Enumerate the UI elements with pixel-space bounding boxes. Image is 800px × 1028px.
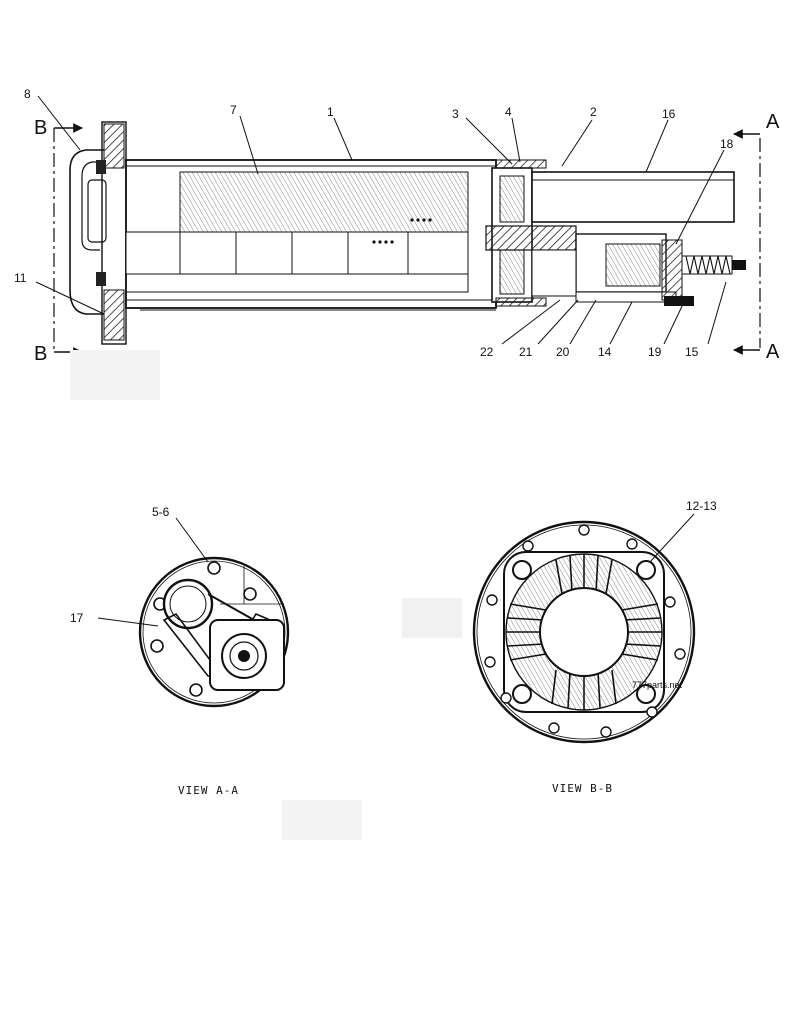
callout-2: 2 <box>590 105 597 119</box>
view-a-title: VIEW A-A <box>178 784 239 797</box>
callout-21: 21 <box>519 345 533 359</box>
section-mark-a-top: A <box>766 111 780 133</box>
callout-12-13: 12-13 <box>686 499 717 513</box>
section-mark-b-bottom: B <box>34 343 47 365</box>
section-mark-a-bottom: A <box>766 341 780 363</box>
view-a-a <box>97 517 290 708</box>
callout-4: 4 <box>505 105 512 119</box>
callout-5-6: 5-6 <box>152 505 170 519</box>
watermark-text: 777parts.net <box>632 680 683 690</box>
callout-17: 17 <box>70 611 84 625</box>
callout-15: 15 <box>685 345 699 359</box>
callout-3: 3 <box>452 107 459 121</box>
leader-lines <box>35 95 727 345</box>
callout-16: 16 <box>662 107 676 121</box>
view-b-title: VIEW B-B <box>552 782 613 795</box>
callout-7: 7 <box>230 103 237 117</box>
section-mark-b-top: B <box>34 117 47 139</box>
callout-19: 19 <box>648 345 662 359</box>
element-core <box>179 171 469 233</box>
callout-20: 20 <box>556 345 570 359</box>
center-bore <box>539 587 629 677</box>
callout-1: 1 <box>327 105 334 119</box>
valve-body <box>485 225 577 251</box>
callout-22: 22 <box>480 345 494 359</box>
callout-18: 18 <box>720 137 734 151</box>
callout-11: 11 <box>14 271 27 285</box>
callout-8: 8 <box>24 87 31 101</box>
callout-14: 14 <box>598 345 612 359</box>
view-b-b <box>472 513 696 744</box>
end-cap <box>69 149 104 315</box>
main-section-view <box>53 121 761 357</box>
